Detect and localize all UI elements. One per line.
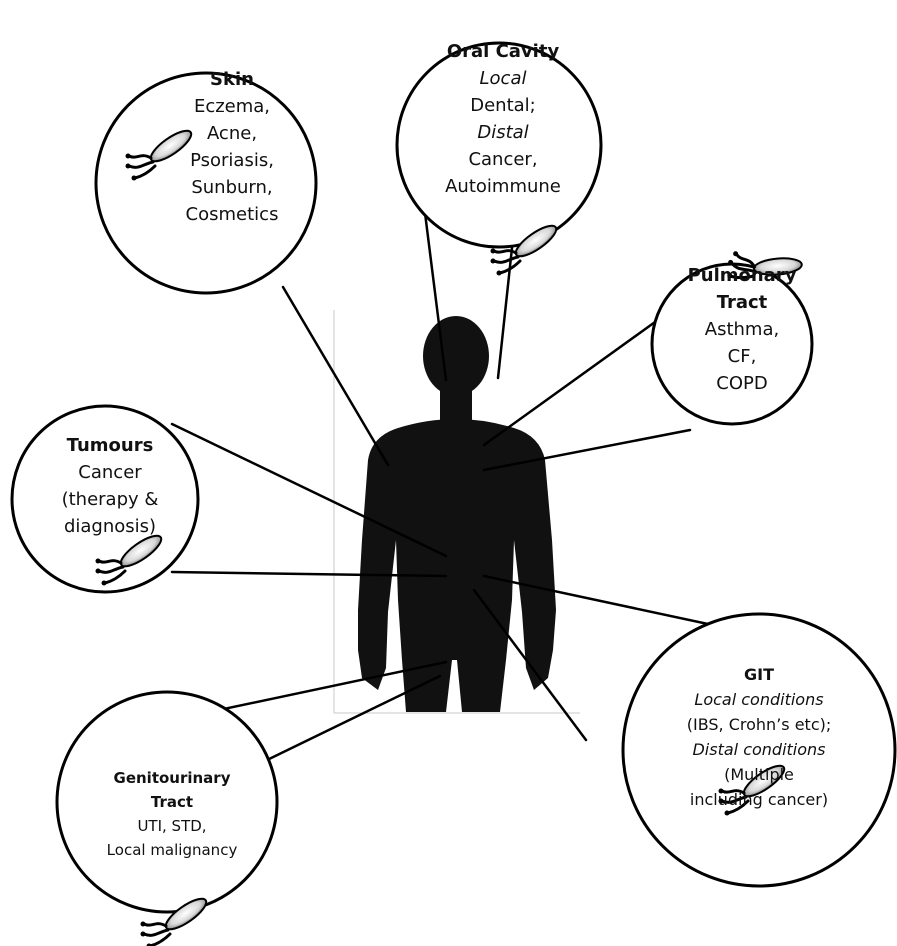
pulmonary-label-group: Pulmonary Tract Asthma, CF, COPD bbox=[688, 262, 797, 397]
oral-distal-line: Autoimmune bbox=[445, 176, 561, 197]
genitourinary-title: Genitourinary bbox=[113, 769, 231, 787]
git-local-label: Local conditions bbox=[694, 690, 824, 709]
connector-git-2 bbox=[472, 588, 588, 742]
skin-line: Sunburn, bbox=[191, 177, 273, 198]
skin-circle bbox=[94, 71, 318, 295]
skin-label-group: Skin Eczema, Acne, Psoriasis, Sunburn, C… bbox=[186, 66, 279, 228]
oral-local-label: Local bbox=[479, 68, 527, 89]
tumours-title: Tumours bbox=[66, 435, 154, 456]
skin-line: Psoriasis, bbox=[190, 150, 274, 171]
tumours-label-group: Tumours Cancer (therapy & diagnosis) bbox=[62, 432, 159, 540]
genitourinary-circle bbox=[55, 690, 279, 914]
genitourinary-label-group: Genitourinary Tract UTI, STD, Local mali… bbox=[107, 766, 238, 862]
oral-distal-line: Cancer, bbox=[468, 149, 538, 170]
node-circles bbox=[10, 41, 897, 914]
git-circle bbox=[621, 612, 897, 888]
oral-cavity-title: Oral Cavity bbox=[446, 41, 560, 62]
oral-cavity-circle bbox=[395, 41, 603, 249]
git-label-group: GIT Local conditions (IBS, Crohn’s etc);… bbox=[687, 662, 832, 812]
git-distal-label: Distal conditions bbox=[692, 740, 826, 759]
git-distal-line: including cancer) bbox=[689, 790, 829, 809]
genitourinary-line: Local malignancy bbox=[106, 841, 238, 859]
connector-tumours bbox=[170, 422, 448, 558]
connector-tumours-2 bbox=[170, 570, 448, 578]
tumours-line: (therapy & bbox=[61, 489, 159, 510]
oral-local-text: Dental; bbox=[470, 95, 536, 116]
skin-title: Skin bbox=[210, 69, 254, 90]
git-distal-line: (Multiple bbox=[724, 765, 794, 784]
skin-line: Acne, bbox=[206, 123, 258, 144]
pulmonary-line: COPD bbox=[716, 373, 768, 394]
git-title: GIT bbox=[743, 665, 774, 684]
connector-pulmonary-2 bbox=[482, 428, 692, 472]
skin-line: Eczema, bbox=[193, 96, 271, 117]
connector-skin bbox=[281, 285, 390, 467]
human-silhouette bbox=[358, 316, 556, 712]
connector-oral-cavity bbox=[423, 211, 448, 382]
pulmonary-line: CF, bbox=[727, 346, 757, 367]
genitourinary-title: Tract bbox=[150, 793, 194, 811]
pulmonary-line: Asthma, bbox=[704, 319, 780, 340]
tumours-line: diagnosis) bbox=[63, 516, 157, 537]
git-local-text: (IBS, Crohn’s etc); bbox=[686, 715, 832, 734]
oral-cavity-label-group: Oral Cavity Local Dental; Distal Cancer,… bbox=[445, 38, 561, 200]
tumours-line: Cancer bbox=[78, 462, 142, 483]
genitourinary-line: UTI, STD, bbox=[137, 817, 207, 835]
connector-pulmonary bbox=[482, 315, 664, 447]
pulmonary-title: Pulmonary bbox=[687, 265, 797, 286]
connector-git bbox=[482, 574, 738, 632]
pulmonary-title: Tract bbox=[716, 292, 768, 313]
skin-line: Cosmetics bbox=[185, 204, 279, 225]
oral-distal-label: Distal bbox=[477, 122, 529, 143]
